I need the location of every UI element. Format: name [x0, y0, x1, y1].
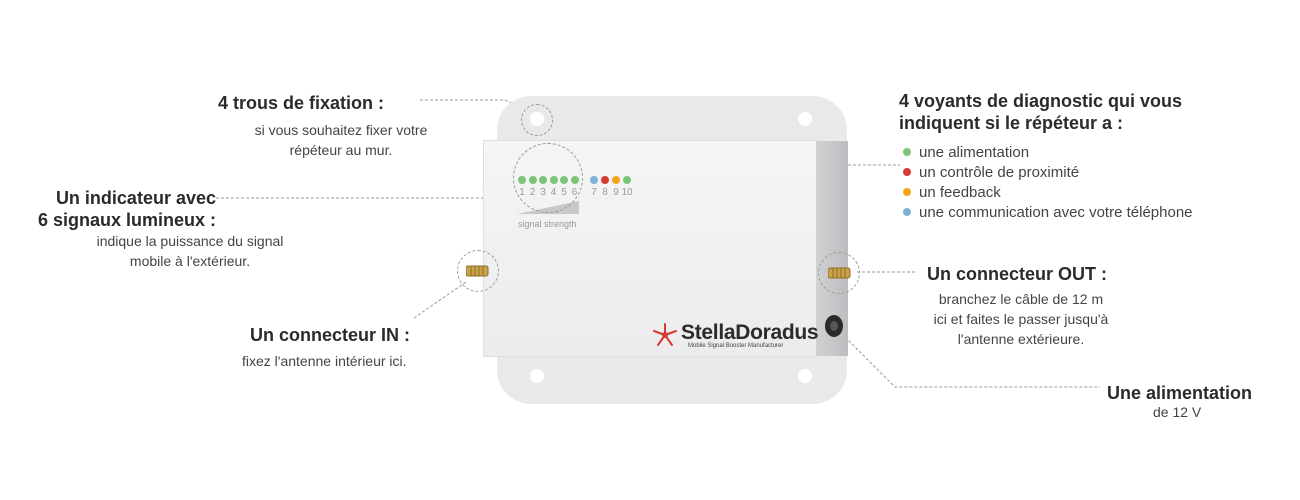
- connector-out-title: Un connecteur OUT :: [927, 264, 1108, 284]
- diagnostic-legend-label: une communication avec votre téléphone: [919, 203, 1193, 221]
- connector-in-desc: fixez l'antenne intérieur ici.: [242, 353, 407, 369]
- diagnostic-legend-item: une alimentation: [903, 142, 1193, 162]
- callout-fixing-hole: [521, 104, 553, 136]
- brand-tagline: Mobile Signal Booster Manufacturer: [688, 343, 784, 349]
- diagnostic-led: [601, 176, 609, 184]
- signal-strength-label: signal strength: [518, 219, 577, 229]
- diagnostic-legend-label: un feedback: [919, 183, 1001, 201]
- power-jack-icon: [825, 315, 843, 337]
- signal-indicator-desc-line1: indique la puissance du signal: [96, 233, 284, 249]
- connector-out-desc: branchez le câble de 12 m ici et faites …: [910, 289, 1132, 349]
- diagnostic-led: [612, 176, 620, 184]
- signal-indicator-title: Un indicateur avec 6 signaux lumineux :: [20, 187, 216, 231]
- callout-connector-out: [818, 252, 860, 294]
- power-desc: de 12 V: [1153, 404, 1202, 420]
- diagnostic-led: [623, 176, 631, 184]
- status-dot-icon: [903, 208, 911, 216]
- callout-connector-in: [457, 250, 499, 292]
- status-dot-icon: [903, 188, 911, 196]
- leader-power: [844, 336, 1100, 388]
- diagnostic-led-number: 7: [591, 187, 597, 198]
- diagnostic-legend-label: une alimentation: [919, 143, 1030, 161]
- connector-in-icon: [466, 265, 489, 277]
- fixing-holes-desc-line2: répéteur au mur.: [289, 142, 393, 158]
- status-dot-icon: [903, 148, 911, 156]
- fixing-holes-desc: si vous souhaitez fixer votre répéteur a…: [222, 120, 460, 160]
- diagnostic-legend-label: un contrôle de proximité: [919, 163, 1080, 181]
- diagnostic-led: [590, 176, 598, 184]
- diagnostic-led-number: 10: [621, 187, 633, 198]
- brand-logo: StellaDoradus: [681, 321, 819, 344]
- fixing-holes-desc-line1: si vous souhaitez fixer votre: [254, 122, 428, 138]
- power-title: Une alimentation: [1107, 383, 1253, 403]
- mounting-hole-top-right: [798, 112, 812, 126]
- signal-indicator-desc-line2: mobile à l'extérieur.: [129, 253, 251, 269]
- star-logo-icon: [653, 323, 677, 346]
- diagnostic-legend-item: un contrôle de proximité: [903, 162, 1193, 182]
- diagnostic-legend: une alimentation un contrôle de proximité…: [903, 142, 1193, 222]
- leader-connector-in: [413, 281, 467, 319]
- connector-out-desc-line3: l'antenne extérieure.: [957, 331, 1085, 347]
- diagnostic-title-line1: 4 voyants de diagnostic qui vous: [899, 91, 1183, 111]
- diagnostic-legend-item: un feedback: [903, 182, 1193, 202]
- connector-in-title: Un connecteur IN :: [250, 325, 411, 345]
- diagnostic-led-number: 9: [613, 187, 619, 198]
- diagnostic-led-number: 8: [602, 187, 608, 198]
- connector-out-desc-line2: ici et faites le passer jusqu'à: [933, 311, 1109, 327]
- diagnostic-title-line2: indiquent si le répéteur a :: [899, 113, 1124, 133]
- mounting-hole-bottom-right: [798, 369, 812, 383]
- signal-indicator-desc: indique la puissance du signal mobile à …: [62, 231, 318, 271]
- connector-out-desc-line1: branchez le câble de 12 m: [938, 291, 1104, 307]
- fixing-holes-title: 4 trous de fixation :: [218, 93, 385, 113]
- signal-indicator-title-line2: 6 signaux lumineux :: [37, 210, 216, 230]
- mounting-hole-bottom-left: [530, 369, 544, 383]
- callout-signal-indicator: [513, 143, 583, 213]
- signal-indicator-title-line1: Un indicateur avec: [55, 188, 216, 208]
- connector-out-icon: [828, 267, 851, 279]
- diagnostic-legend-item: une communication avec votre téléphone: [903, 202, 1193, 222]
- status-dot-icon: [903, 168, 911, 176]
- diagnostic-title: 4 voyants de diagnostic qui vous indique…: [899, 90, 1182, 134]
